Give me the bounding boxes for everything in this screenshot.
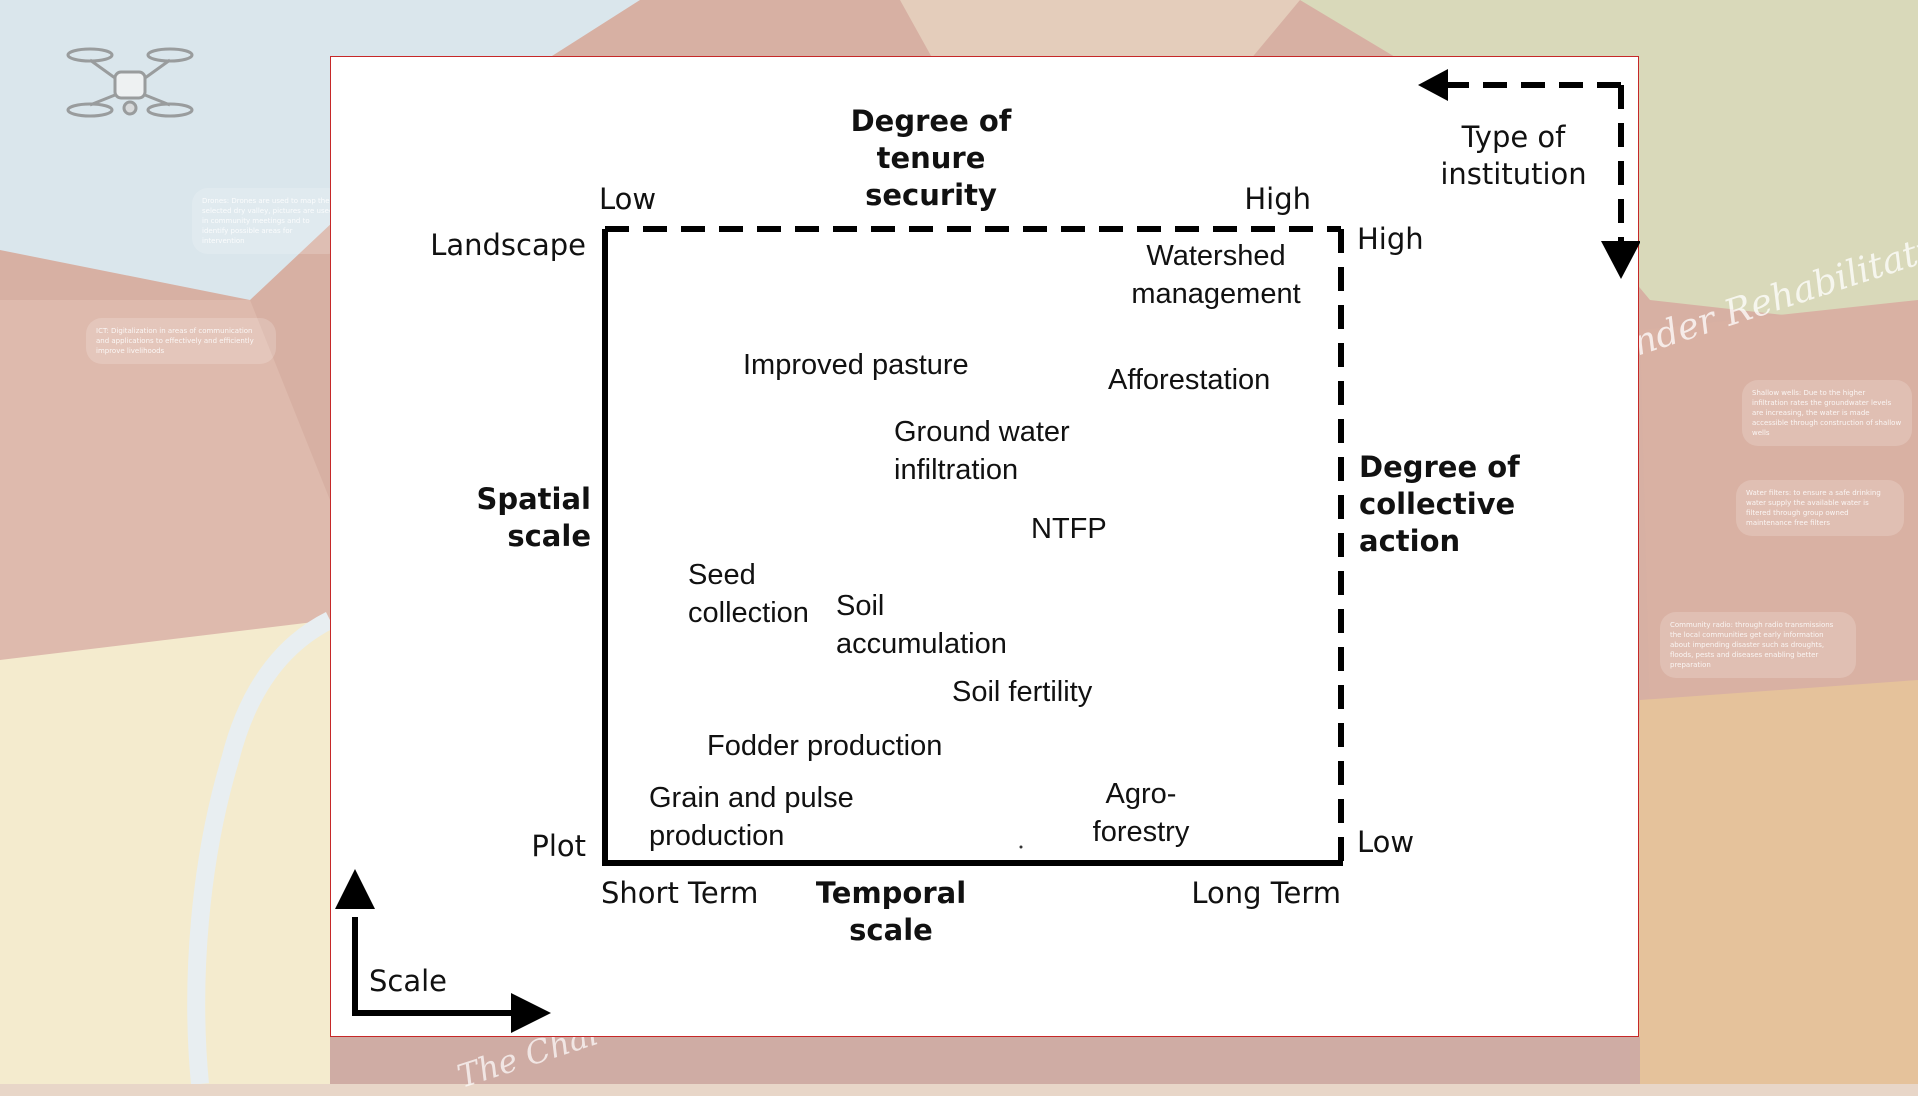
tenure-security-title: Degree of tenure security [850,104,1012,212]
diagram-item-seed-collection: Seed collection [688,559,809,629]
plot-label: Plot [531,829,586,863]
background-note: Community radio: through radio transmiss… [1660,612,1856,678]
diagram-item-grain-and-pulse-production: Grain and pulse production [649,782,854,852]
diagram-item-agroforestry: Agro- forestry [1092,778,1190,848]
background-note: Drones: Drones are used to map the selec… [192,188,344,254]
background-note: ICT: Digitalization in areas of communic… [86,318,276,364]
arrow-left-icon [1418,69,1448,101]
diagram-item-soil-fertility: Soil fertility [952,676,1093,708]
tenure-high-label: High [1244,182,1311,216]
long-term-label: Long Term [1191,876,1341,910]
diagram-panel: Degree of tenure security Low High Lands… [330,56,1640,1037]
diagram-item-soil-accumulation: Soil accumulation [836,590,1007,660]
drone-icon [66,47,194,118]
diagram-lines [335,69,1640,1033]
collective-action-title: Degree of collective action [1359,450,1520,558]
collective-high-label: High [1357,222,1424,256]
temporal-scale-title: Temporal scale [815,876,967,947]
background-note: Shallow wells: Due to the higher infiltr… [1742,380,1912,446]
tenure-low-label: Low [599,182,657,216]
diagram-item-ground-water-infiltration: Ground water infiltration [894,416,1070,486]
type-of-institution-label: Type of institution [1440,120,1587,191]
diagram-item-ntfp: NTFP [1031,513,1107,545]
background-note: Water filters: to ensure a safe drinking… [1736,480,1904,536]
spatial-scale-title: Spatial scale [476,482,591,553]
diagram-item-improved-pasture: Improved pasture [743,349,969,381]
diagram-item-afforestation: Afforestation [1108,364,1271,396]
arrow-down-icon [1601,241,1640,279]
short-term-label: Short Term [601,876,759,910]
diagram-item-watershed-management: Watershed management [1131,240,1301,310]
landscape-label: Landscape [430,228,586,262]
arrow-right-icon [511,993,551,1033]
arrow-up-icon [335,869,375,909]
scale-label: Scale [369,964,448,998]
collective-low-label: Low [1357,825,1415,859]
diagram-item-fodder-production: Fodder production [707,730,943,762]
